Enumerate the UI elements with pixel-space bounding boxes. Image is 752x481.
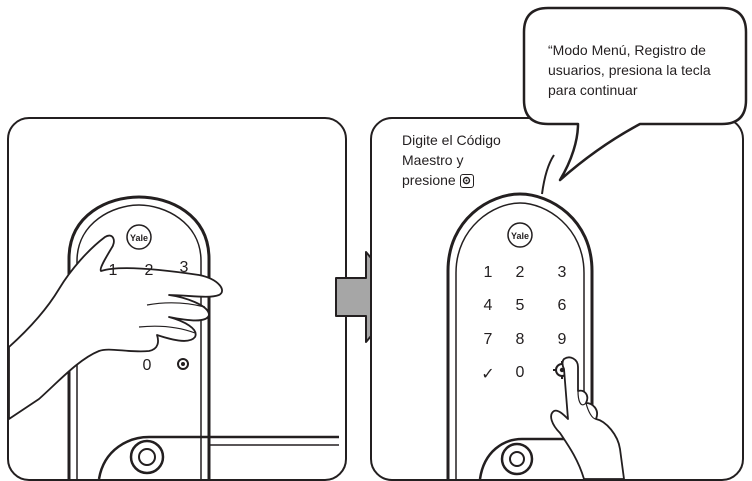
- key-4: 4: [483, 297, 493, 314]
- svg-text:Yale: Yale: [511, 231, 529, 241]
- key-1: 1: [483, 264, 493, 281]
- yale-logo-right: [507, 222, 533, 248]
- lock-illustration-left: Yale: [9, 195, 339, 479]
- instruction-line-2: Maestro y: [402, 152, 464, 168]
- checkmark-icon: ✓: [481, 366, 495, 383]
- key-5: 5: [515, 297, 525, 314]
- key-8: 8: [515, 331, 525, 348]
- step-panel-left: Yale 1 2 3 0: [7, 117, 347, 481]
- instruction-line-3: presione: [402, 170, 552, 190]
- key-0: 0: [515, 364, 525, 381]
- lock-illustration-right: Yale: [446, 154, 625, 479]
- key-0-left: 0: [142, 357, 152, 374]
- instruction-text: Digite el Código Maestro y presione: [402, 130, 552, 190]
- svg-text:Yale: Yale: [130, 233, 148, 243]
- key-7: 7: [483, 331, 493, 348]
- yale-logo-left: [126, 224, 152, 250]
- gear-icon: [459, 174, 474, 188]
- key-3: 3: [557, 264, 567, 281]
- key-2-left: 2: [144, 262, 154, 279]
- key-3-left: 3: [179, 259, 189, 276]
- speech-bubble-text: “Modo Menú, Registro de usuarios, presio…: [548, 42, 711, 98]
- key-6: 6: [557, 297, 567, 314]
- instruction-line-1: Digite el Código: [402, 132, 501, 148]
- gear-key-left: [177, 358, 189, 370]
- hand-icon: [9, 234, 223, 420]
- hand-icon: [550, 356, 625, 479]
- step-panel-right: Yale 1 2 3 4 5 6 7 8 9 ✓ 0: [370, 117, 744, 481]
- key-9: 9: [557, 331, 567, 348]
- key-2: 2: [515, 264, 525, 281]
- key-1-left: 1: [108, 262, 118, 279]
